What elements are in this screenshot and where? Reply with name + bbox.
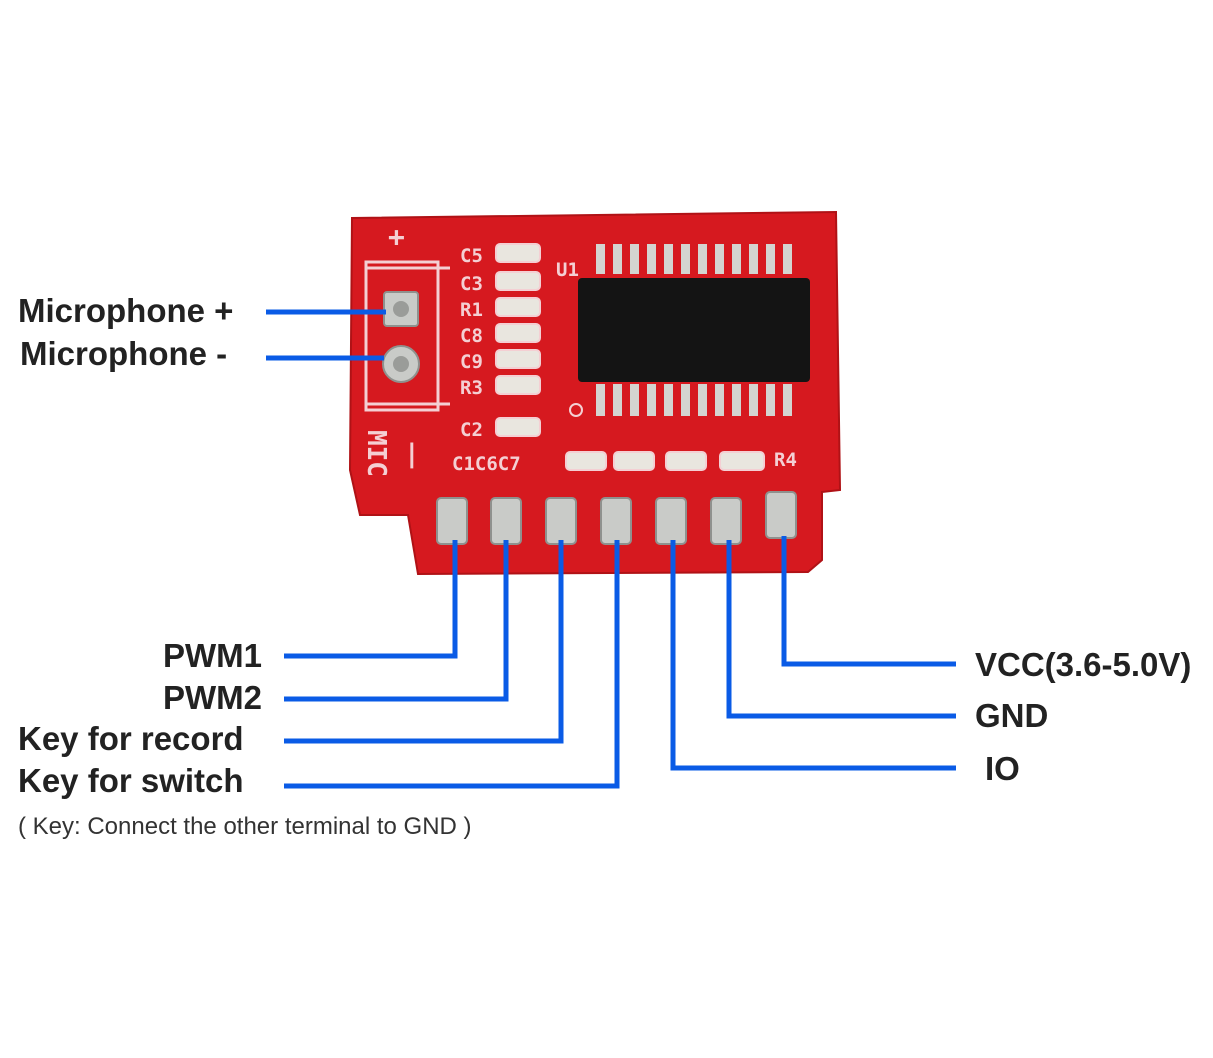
leader-pwm1 <box>284 540 458 659</box>
silk-r3: R3 <box>460 377 483 399</box>
chip-u1-body <box>578 278 810 382</box>
chip-pin <box>732 244 741 274</box>
pcb-board: + | MIC C5 C3 R1 C8 C9 R3 C2 U1 C1C6C7 R… <box>348 210 842 576</box>
silk-minus: | <box>404 439 420 469</box>
chip-pin <box>613 244 622 274</box>
mic-silk-frame <box>364 260 440 412</box>
silk-mic: MIC <box>361 430 391 477</box>
chip-pin <box>715 244 724 274</box>
chip-pin <box>698 384 707 416</box>
leader-key-switch <box>284 540 620 789</box>
chip-pin <box>681 244 690 274</box>
chip-pin <box>766 384 775 416</box>
mic-plus-hole <box>393 301 409 317</box>
component-c5 <box>495 243 541 263</box>
label-mic-plus: Microphone + <box>18 292 233 329</box>
leader-vcc <box>781 536 956 667</box>
chip-u1-pins-top <box>596 244 792 274</box>
label-gnd: GND <box>975 697 1048 734</box>
chip-pin <box>749 384 758 416</box>
silk-r4: R4 <box>774 449 797 471</box>
passive-components-bottom <box>565 451 765 471</box>
silk-u1: U1 <box>556 259 579 281</box>
chip-pin <box>698 244 707 274</box>
label-io: IO <box>985 750 1020 787</box>
chip-pin <box>647 384 656 416</box>
chip-pin <box>783 244 792 274</box>
silk-c1c6c7: C1C6C7 <box>452 453 521 475</box>
chip-pin <box>664 244 673 274</box>
label-mic-minus: Microphone - <box>20 335 227 372</box>
component-r3 <box>495 375 541 395</box>
chip-u1-pin1-marker <box>569 403 583 417</box>
component-r1 <box>495 297 541 317</box>
pin-labels: Microphone + Microphone - PWM1 PWM2 Key … <box>18 292 1191 840</box>
chip-pin <box>630 244 639 274</box>
pad-key-record <box>545 497 577 545</box>
component-r4 <box>719 451 765 471</box>
leader-key-record <box>284 540 564 744</box>
component-c2 <box>495 417 541 437</box>
label-pwm2: PWM2 <box>163 679 262 716</box>
pad-gnd <box>710 497 742 545</box>
chip-pin <box>681 384 690 416</box>
chip-pin <box>630 384 639 416</box>
component-c9 <box>495 349 541 369</box>
silk-c3: C3 <box>460 273 483 295</box>
chip-pin <box>749 244 758 274</box>
component-c3 <box>495 271 541 291</box>
component-c7 <box>665 451 707 471</box>
label-key-switch: Key for switch <box>18 762 244 799</box>
mic-minus-hole <box>393 356 409 372</box>
component-c6 <box>613 451 655 471</box>
label-vcc: VCC(3.6-5.0V) <box>975 646 1191 683</box>
pad-io <box>655 497 687 545</box>
pad-key-switch <box>600 497 632 545</box>
chip-pin <box>715 384 724 416</box>
chip-pin <box>766 244 775 274</box>
label-key-note: ( Key: Connect the other terminal to GND… <box>18 813 472 840</box>
passive-components-left <box>495 243 541 437</box>
chip-pin <box>613 384 622 416</box>
silk-c2: C2 <box>460 419 483 441</box>
chip-pin <box>664 384 673 416</box>
leader-lines <box>266 309 956 789</box>
pad-vcc <box>765 491 797 539</box>
chip-pin <box>596 244 605 274</box>
chip-pin <box>596 384 605 416</box>
leader-io <box>670 540 956 771</box>
silk-r1: R1 <box>460 299 483 321</box>
pad-pwm2 <box>490 497 522 545</box>
pad-pwm1 <box>436 497 468 545</box>
chip-u1-pins-bottom <box>596 384 792 416</box>
label-key-record: Key for record <box>18 720 244 757</box>
silk-c9: C9 <box>460 351 483 373</box>
leader-pwm2 <box>284 540 509 702</box>
silk-c8: C8 <box>460 325 483 347</box>
chip-pin <box>732 384 741 416</box>
leader-gnd <box>726 540 956 719</box>
component-c1 <box>565 451 607 471</box>
silk-c5: C5 <box>460 245 483 267</box>
label-pwm1: PWM1 <box>163 637 262 674</box>
chip-pin <box>647 244 656 274</box>
silk-plus: + <box>388 220 405 253</box>
chip-pin <box>783 384 792 416</box>
component-c8 <box>495 323 541 343</box>
